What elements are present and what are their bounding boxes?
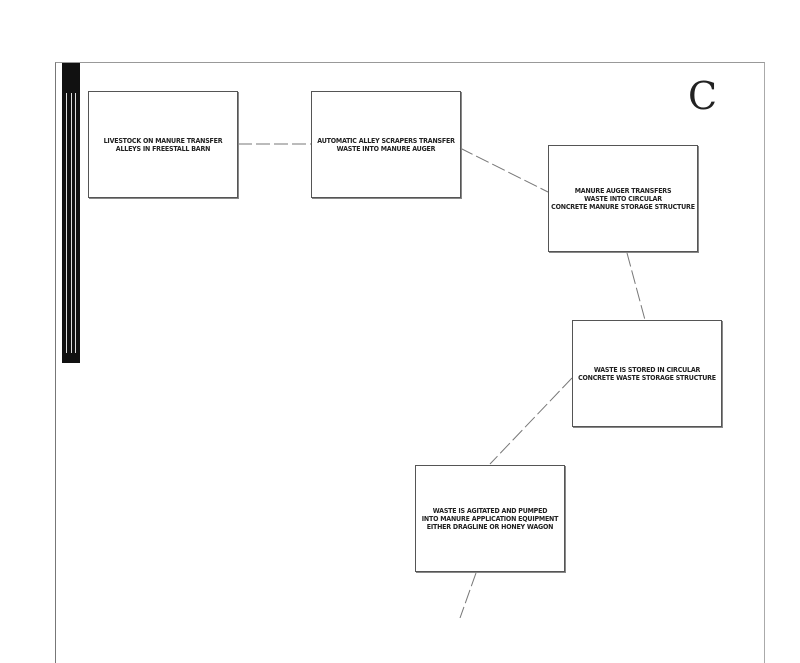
scan-binding-bar: [62, 63, 80, 363]
flow-step-1: LIVESTOCK ON MANURE TRANSFER ALLEYS IN F…: [88, 91, 238, 198]
connector-5-next: [459, 572, 477, 618]
connector-4-5: [489, 377, 573, 465]
connector-3-4: [626, 252, 646, 321]
flow-step-4: WASTE IS STORED IN CIRCULAR CONCRETE WAS…: [572, 320, 722, 427]
flow-step-2: AUTOMATIC ALLEY SCRAPERS TRANSFER WASTE …: [311, 91, 461, 198]
page-frame: [55, 62, 765, 663]
flow-step-3: MANURE AUGER TRANSFERS WASTE INTO CIRCUL…: [548, 145, 698, 252]
flow-step-5: WASTE IS AGITATED AND PUMPED INTO MANURE…: [415, 465, 565, 572]
logo-mark: C: [688, 74, 718, 118]
connectors: [238, 143, 646, 618]
connector-2-3: [459, 147, 549, 193]
